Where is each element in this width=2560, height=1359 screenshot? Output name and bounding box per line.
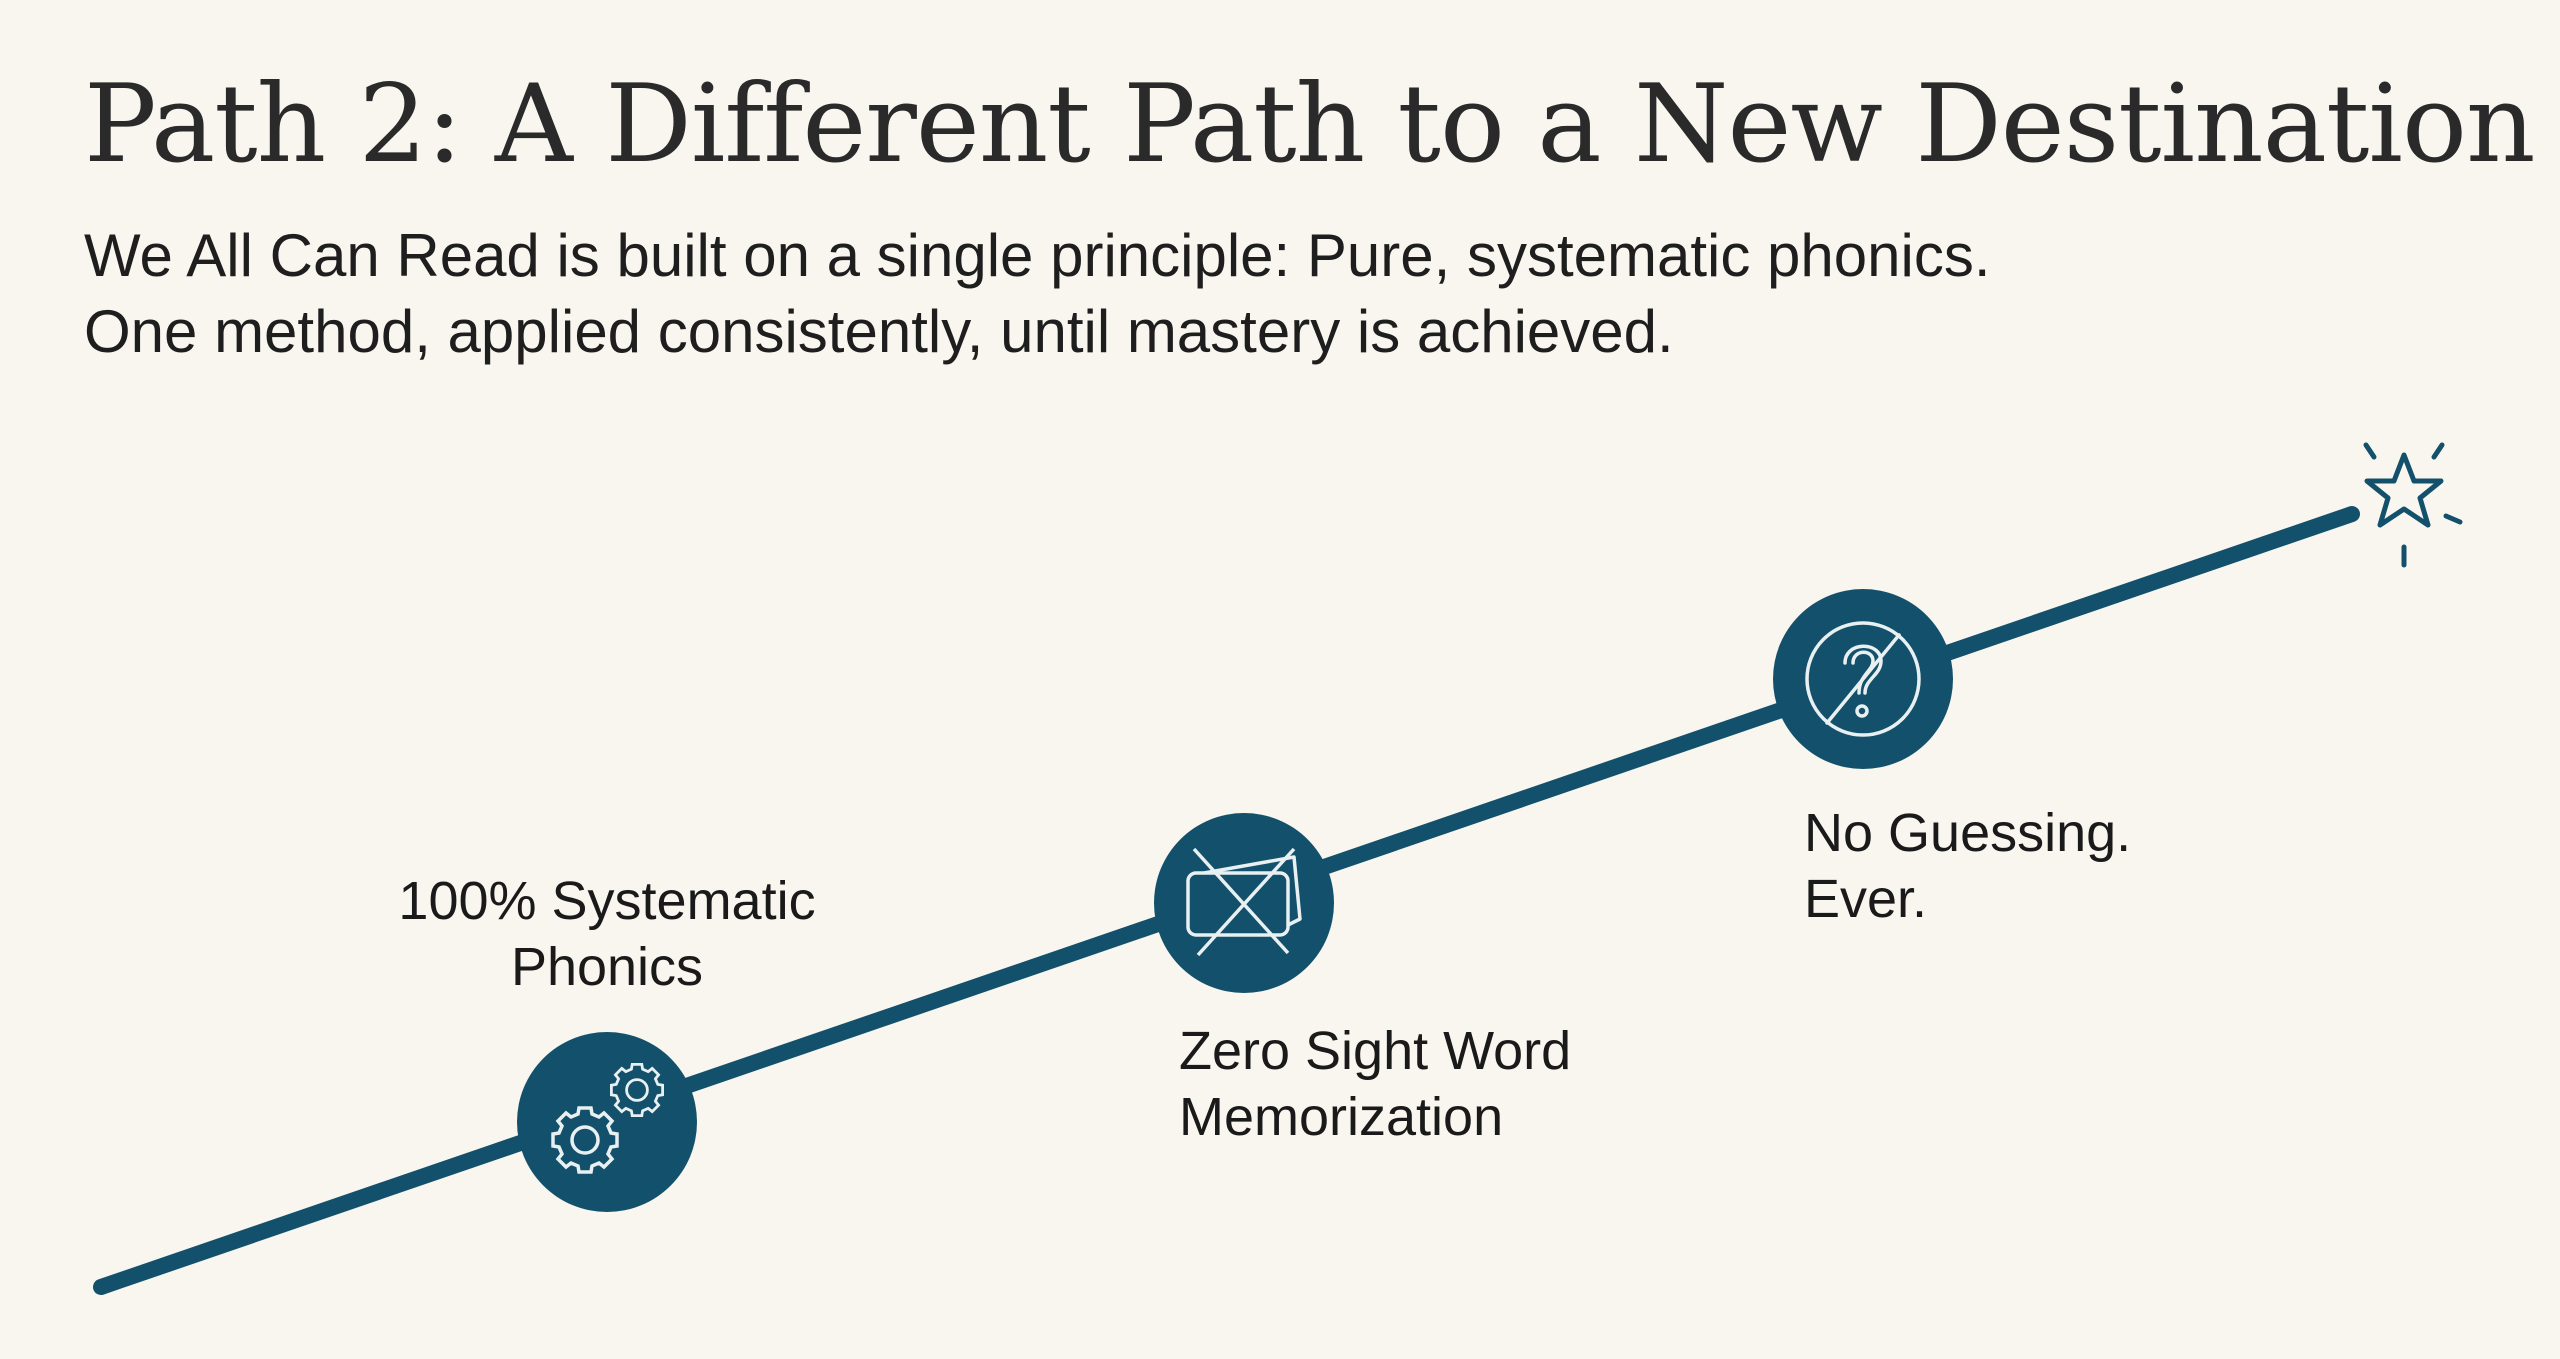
subtitle-line: We All Can Read is built on a single pri…	[84, 222, 1991, 289]
star-icon	[2363, 442, 2463, 568]
milestone-2	[1154, 813, 1334, 993]
milestone-label: No Guessing. Ever.	[1804, 800, 2131, 932]
milestone-1	[517, 1032, 697, 1212]
crossed-flashcards-icon	[1186, 847, 1302, 957]
page-title: Path 2: A Different Path to a New Destin…	[84, 62, 2536, 187]
milestone-label-line: 100% Systematic	[398, 871, 816, 931]
gears-icon	[551, 1062, 665, 1174]
milestone-label: Zero Sight Word Memorization	[1179, 1018, 1571, 1150]
milestone-label-line: Ever.	[1804, 869, 1928, 929]
milestone-label-line: Phonics	[510, 937, 704, 997]
subtitle-line: One method, applied consistently, until …	[84, 298, 1674, 365]
milestone-label-line: Zero Sight Word	[1179, 1021, 1572, 1081]
milestone-label-line: Memorization	[1179, 1087, 1504, 1147]
milestone-label-line: No Guessing.	[1804, 803, 2132, 863]
subtitle: We All Can Read is built on a single pri…	[84, 218, 1991, 370]
milestone-label: 100% Systematic Phonics	[398, 868, 815, 1000]
milestone-3	[1773, 589, 1953, 769]
no-question-mark-icon	[1805, 621, 1921, 737]
